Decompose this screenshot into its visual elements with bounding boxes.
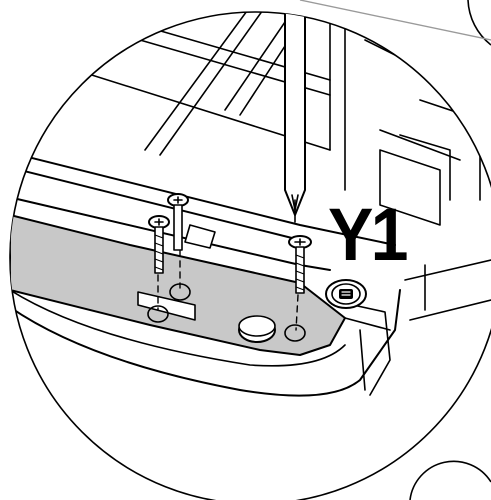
screw-3 — [288, 235, 312, 294]
screw-1 — [167, 193, 189, 251]
frame-box-right — [379, 99, 491, 226]
tray-drawing — [10, 12, 491, 397]
tray-front — [10, 234, 401, 397]
screw-hole-2 — [147, 305, 169, 323]
callout-circle — [467, 0, 491, 46]
panel-cutout-left — [137, 291, 196, 321]
frame-lower-right — [404, 259, 491, 321]
step-label: Y1 — [328, 193, 408, 276]
panel-cutout-slot — [184, 224, 216, 249]
screw-hole-3 — [284, 324, 306, 342]
logo-plate — [325, 279, 367, 309]
screw-2 — [148, 215, 170, 274]
callout-leader — [299, 0, 491, 41]
tray-front-inner — [10, 289, 346, 367]
insertion-guides — [157, 249, 299, 331]
frame-rail-diagonal — [144, 12, 316, 156]
next-detail-circle — [409, 460, 491, 500]
screwdriver — [284, 12, 306, 223]
